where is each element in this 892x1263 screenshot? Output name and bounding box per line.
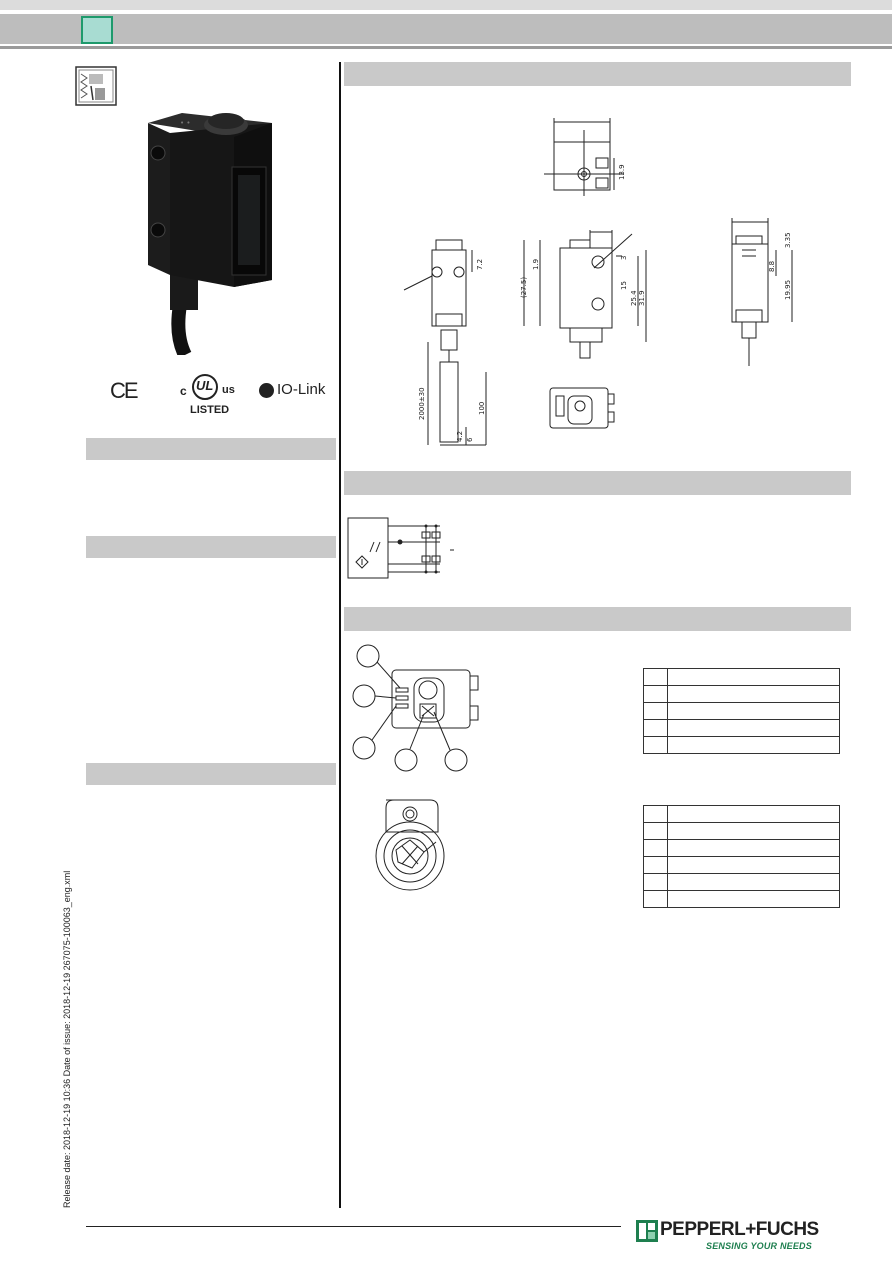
connection-section-bar [344, 471, 851, 495]
dim-left-7-2: 7.2 [476, 259, 484, 270]
dim-cable-6: 6 [466, 437, 474, 442]
dim-right-3-35: 3.35 [784, 232, 792, 248]
ce-mark: CE [110, 378, 139, 403]
dim-cable-length: 2000±30 [418, 387, 426, 420]
left-section-bar-3 [86, 763, 336, 785]
header-top-strip [0, 0, 892, 10]
dimensions-section-bar [344, 62, 851, 86]
brand-slogan: SENSING YOUR NEEDS [706, 1241, 812, 1251]
dim-front-25-4: 25.4 [630, 290, 638, 306]
svg-text:• •: • • [180, 119, 190, 127]
iolink-mark: IO-Link [259, 380, 339, 402]
indicator-table-1 [643, 668, 840, 754]
column-divider [339, 62, 341, 1208]
dim-top-height: 13.9 [618, 164, 626, 180]
dimension-drawings: 13.9 7.2 2000±30 100 4.2 6 1.9 (27.5) 3 … [403, 118, 793, 446]
dim-front-31-9: 31.9 [638, 290, 646, 306]
left-section-bar-1 [86, 438, 336, 460]
ul-mark-label: UL [196, 378, 214, 393]
iolink-icon [259, 383, 274, 398]
dim-cable-100: 100 [478, 402, 486, 415]
dim-front-1-9: 1.9 [532, 259, 540, 270]
ul-listed-mark: c UL us LISTED [180, 372, 244, 418]
product-photo: • • [130, 105, 290, 359]
dim-right-19-95: 19.95 [784, 280, 792, 300]
ul-listed-label: LISTED [190, 404, 230, 416]
connection-diagram [347, 517, 454, 579]
left-section-bar-2 [86, 536, 336, 558]
dim-cable-4-2: 4.2 [456, 431, 464, 442]
dim-front-15: 15 [620, 281, 628, 290]
brand-logo-icon [636, 1220, 658, 1242]
dim-right-8-8: 8.8 [768, 261, 776, 272]
brand-logo: PEPPERL+FUCHS SENSING YOUR NEEDS [636, 1218, 819, 1254]
brand-name: PEPPERL+FUCHS [660, 1219, 819, 1240]
release-info: Release date: 2018-12-19 10:36 Date of i… [62, 870, 72, 1208]
dim-front-3: 3 [620, 256, 628, 260]
header-accent-box [81, 16, 113, 44]
ul-us-label: us [222, 384, 235, 396]
footer-divider [86, 1226, 621, 1227]
ul-c-label: c [180, 384, 187, 398]
product-type-icon [75, 66, 117, 106]
lens-diagram [375, 799, 445, 891]
indicator-diagram [352, 644, 479, 772]
dim-front-27-5: (27.5) [520, 277, 528, 298]
header-underline [0, 46, 892, 49]
iolink-label: IO-Link [277, 381, 326, 398]
indicator-table-2 [643, 805, 840, 908]
header-band [0, 14, 892, 44]
ul-circle-icon [192, 374, 218, 400]
indicators-section-bar [344, 607, 851, 631]
